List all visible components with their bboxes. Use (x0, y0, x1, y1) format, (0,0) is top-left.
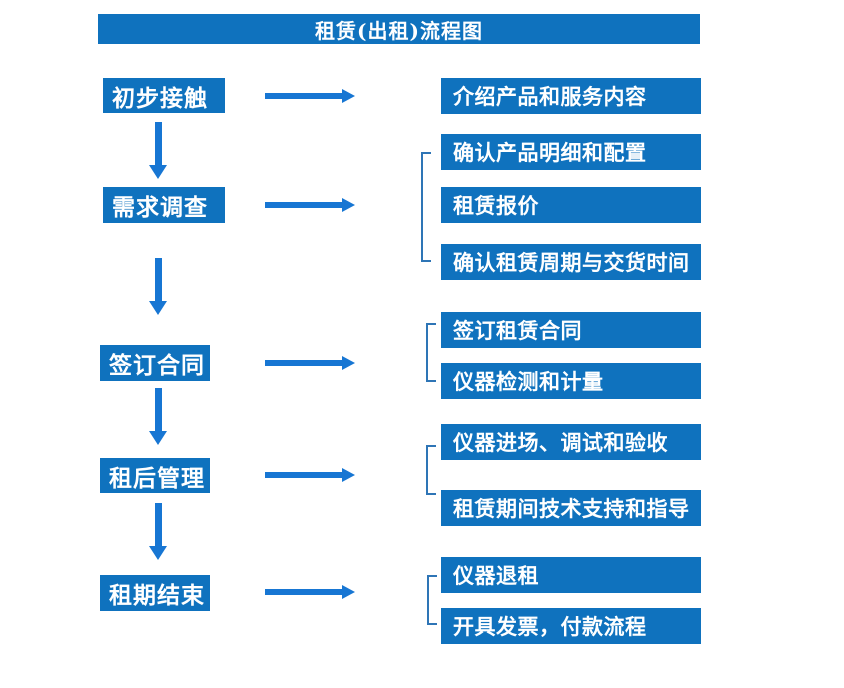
arrow-right-icon (342, 89, 355, 103)
detail-box-confirm-rental-period: 确认租赁周期与交货时间 (441, 244, 701, 280)
detail-box-confirm-product-details: 确认产品明细和配置 (441, 134, 701, 170)
stage-box-rental-end: 租期结束 (100, 575, 210, 611)
stage-label: 租期结束 (109, 582, 205, 609)
arrow-right-icon (342, 585, 355, 599)
flow-arrow-right-3 (265, 356, 355, 370)
detail-box-instrument-testing: 仪器检测和计量 (441, 363, 701, 399)
detail-box-intro-products-services: 介绍产品和服务内容 (441, 78, 701, 114)
detail-label: 租赁期间技术支持和指导 (453, 496, 690, 521)
flow-arrow-right-1 (265, 89, 355, 103)
arrow-down-icon (149, 431, 167, 445)
arrow-shaft (155, 122, 162, 165)
detail-box-rental-quote: 租赁报价 (441, 187, 701, 223)
stage-box-sign-contract: 签订合同 (100, 345, 210, 381)
stage-label: 签订合同 (109, 352, 205, 379)
arrow-shaft (265, 93, 343, 99)
flow-arrow-right-4 (265, 468, 355, 482)
flow-arrow-down-3 (149, 388, 169, 445)
flow-arrow-down-2 (149, 258, 169, 315)
group-bracket-sign-contract (426, 323, 436, 382)
detail-label: 介绍产品和服务内容 (453, 84, 647, 109)
arrow-shaft (265, 472, 343, 478)
detail-box-tech-support: 租赁期间技术支持和指导 (441, 490, 701, 526)
group-bracket-rental-end (427, 575, 437, 625)
stage-box-post-rental-management: 租后管理 (100, 458, 210, 493)
arrow-shaft (265, 360, 343, 366)
stage-box-initial-contact: 初步接触 (103, 78, 225, 113)
flow-arrow-right-2 (265, 198, 355, 212)
group-bracket-demand-survey (421, 152, 431, 262)
stage-label: 初步接触 (112, 84, 208, 112)
detail-box-invoice-payment: 开具发票，付款流程 (441, 608, 701, 644)
arrow-down-icon (149, 546, 167, 560)
arrow-right-icon (342, 468, 355, 482)
arrow-shaft (155, 388, 162, 431)
detail-label: 仪器检测和计量 (453, 369, 604, 394)
stage-box-demand-survey: 需求调查 (103, 187, 225, 223)
stage-label: 租后管理 (109, 464, 205, 492)
arrow-right-icon (342, 198, 355, 212)
flow-arrow-down-4 (149, 503, 169, 560)
flow-arrow-down-1 (149, 122, 169, 179)
detail-label: 租赁报价 (453, 193, 539, 218)
detail-box-instrument-return: 仪器退租 (441, 557, 701, 593)
detail-label: 确认租赁周期与交货时间 (453, 250, 690, 275)
detail-label: 仪器退租 (453, 563, 539, 588)
detail-label: 仪器进场、调试和验收 (453, 430, 668, 455)
arrow-right-icon (342, 356, 355, 370)
group-bracket-post-rental (426, 445, 436, 495)
arrow-shaft (265, 202, 343, 208)
detail-label: 确认产品明细和配置 (453, 140, 647, 165)
stage-label: 需求调查 (112, 194, 208, 221)
flowchart-title: 租赁(出租)流程图 (315, 18, 483, 43)
flow-arrow-right-5 (265, 585, 355, 599)
arrow-shaft (155, 503, 162, 546)
detail-label: 开具发票，付款流程 (453, 614, 647, 639)
flowchart-title-bar: 租赁(出租)流程图 (98, 14, 700, 44)
detail-box-sign-rental-contract: 签订租赁合同 (441, 312, 701, 348)
arrow-shaft (155, 258, 162, 301)
arrow-down-icon (149, 301, 167, 315)
detail-box-instrument-entry-acceptance: 仪器进场、调试和验收 (441, 424, 701, 460)
arrow-down-icon (149, 165, 167, 179)
detail-label: 签订租赁合同 (453, 318, 582, 343)
arrow-shaft (265, 589, 343, 595)
